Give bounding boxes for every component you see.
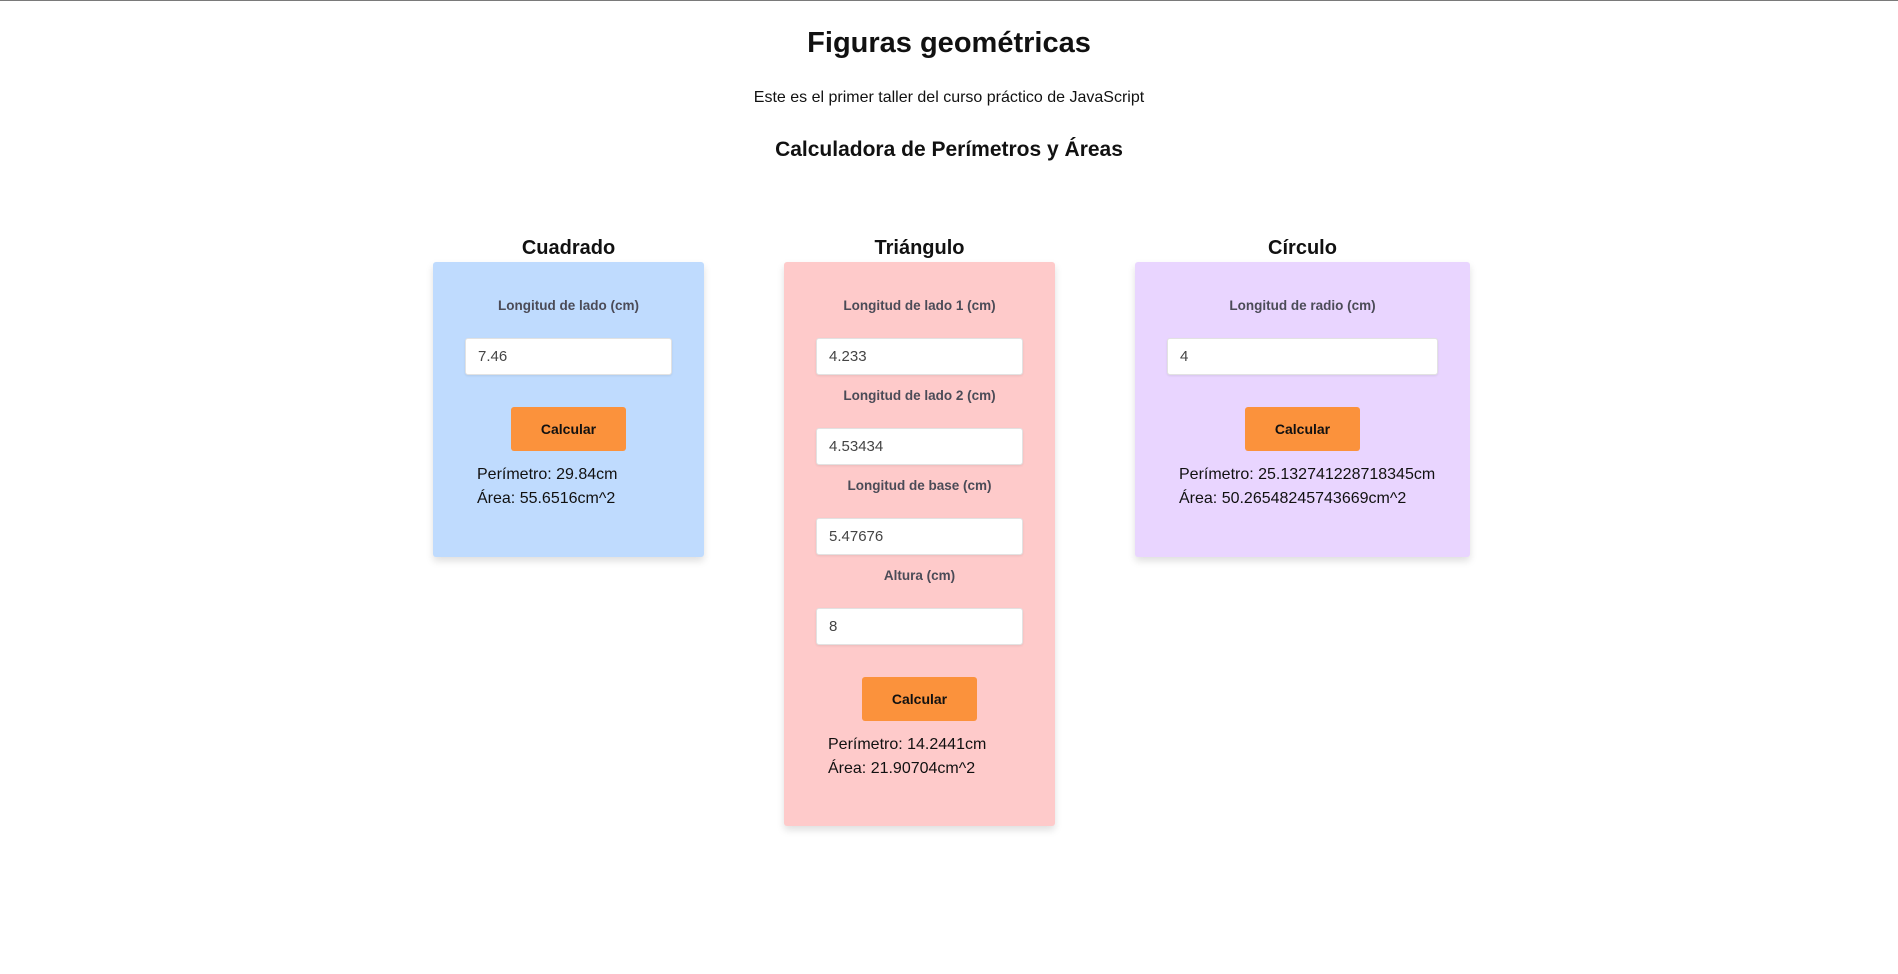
circle-radius-input[interactable] — [1167, 338, 1438, 375]
page-title: Figuras geométricas — [807, 27, 1091, 59]
square-side-input[interactable] — [465, 338, 672, 375]
triangle-perimeter-result: Perímetro: 14.2441cm — [828, 736, 987, 753]
square-card: Longitud de lado (cm) Calcular Perímetro… — [433, 262, 704, 557]
circle-calculate-button[interactable]: Calcular — [1245, 407, 1360, 451]
circle-area-result: Área: 50.26548245743669cm^2 — [1179, 490, 1407, 507]
page-subtitle: Este es el primer taller del curso práct… — [753, 89, 1145, 106]
triangle-side1-label: Longitud de lado 1 (cm) — [843, 298, 996, 313]
square-side-label: Longitud de lado (cm) — [498, 298, 639, 313]
circle-perimeter-result: Perímetro: 25.132741228718345cm — [1179, 466, 1436, 483]
square-calculate-button[interactable]: Calcular — [511, 407, 626, 451]
triangle-height-input[interactable] — [816, 608, 1023, 645]
section-title: Calculadora de Perímetros y Áreas — [775, 138, 1123, 161]
circle-radius-label: Longitud de radio (cm) — [1229, 298, 1376, 313]
triangle-side2-label: Longitud de lado 2 (cm) — [843, 388, 996, 403]
triangle-side2-input[interactable] — [816, 428, 1023, 465]
circle-title: Círculo — [1268, 237, 1337, 259]
square-area-result: Área: 55.6516cm^2 — [477, 490, 616, 507]
circle-card: Longitud de radio (cm) Calcular Perímetr… — [1135, 262, 1470, 557]
square-title: Cuadrado — [521, 237, 616, 259]
triangle-height-label: Altura (cm) — [883, 568, 956, 583]
square-perimeter-result: Perímetro: 29.84cm — [477, 466, 618, 483]
triangle-title: Triángulo — [874, 237, 965, 259]
triangle-base-input[interactable] — [816, 518, 1023, 555]
triangle-card: Longitud de lado 1 (cm) Longitud de lado… — [784, 262, 1055, 826]
triangle-calculate-button[interactable]: Calcular — [862, 677, 977, 721]
triangle-side1-input[interactable] — [816, 338, 1023, 375]
triangle-base-label: Longitud de base (cm) — [847, 478, 992, 493]
triangle-area-result: Área: 21.90704cm^2 — [828, 760, 976, 777]
